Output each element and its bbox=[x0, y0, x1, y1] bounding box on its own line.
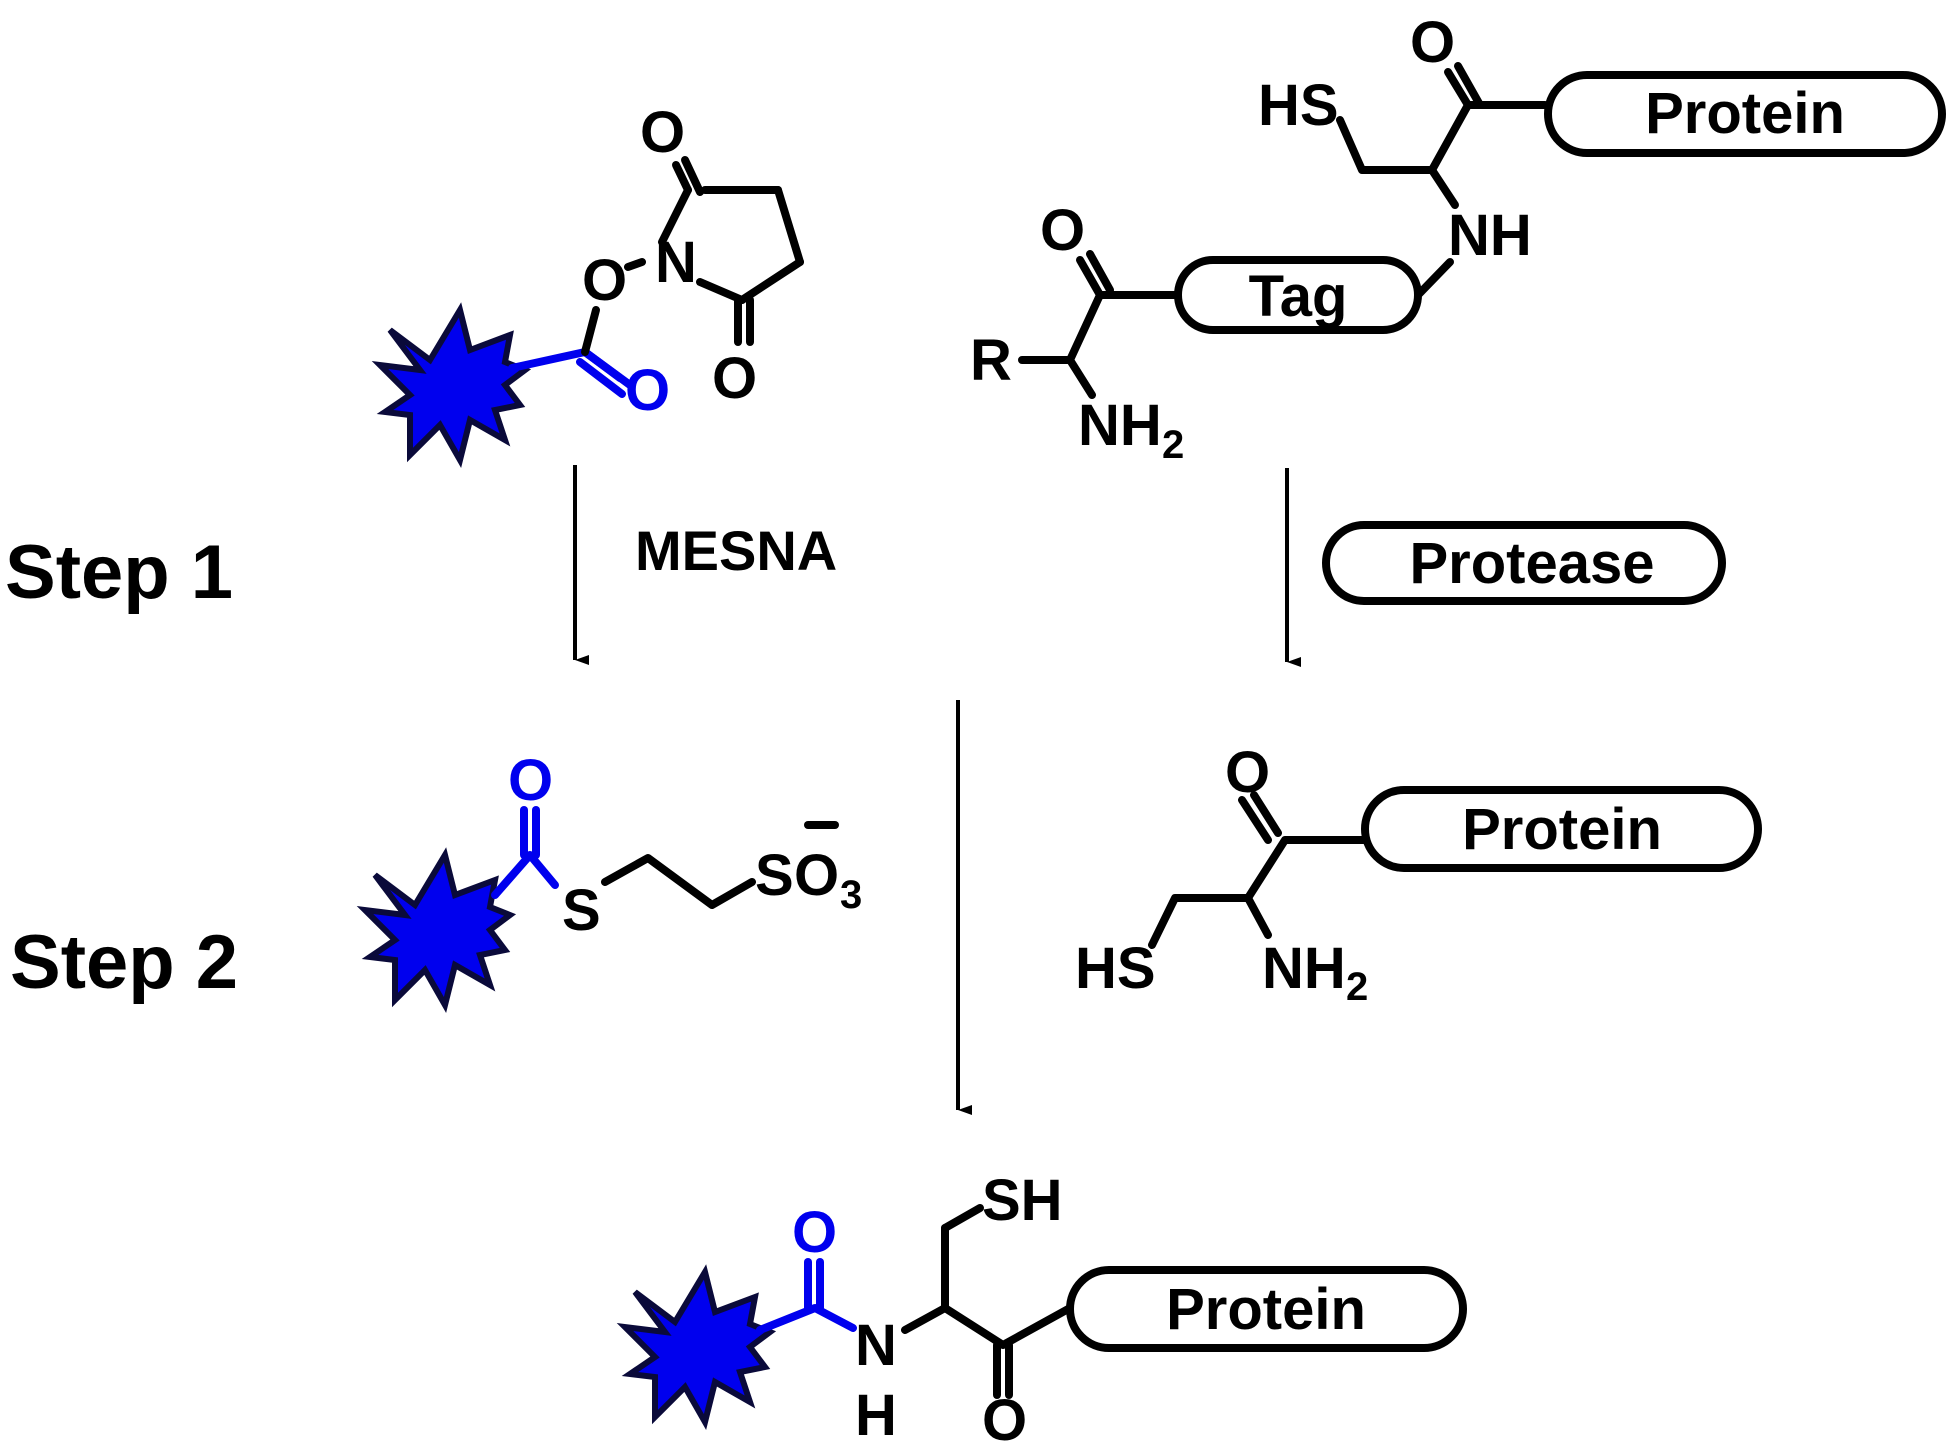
sulfonate-o-label: O bbox=[794, 843, 839, 908]
step-2-label: Step 2 bbox=[10, 920, 238, 1005]
fluorophore-star-icon bbox=[371, 302, 532, 468]
thioester-carbonyl-oxygen: O bbox=[508, 748, 553, 813]
tag-amine-label: NH bbox=[1078, 393, 1162, 458]
cys-nh-label: NH bbox=[1448, 203, 1532, 268]
r-group-label: R bbox=[970, 328, 1012, 393]
protease-label: Protease bbox=[1409, 531, 1654, 596]
product-carbonyl-oxygen: O bbox=[982, 1388, 1027, 1453]
amide-carbonyl-oxygen: O bbox=[792, 1200, 837, 1265]
cys-protein-hs-label: HS bbox=[1075, 936, 1156, 1001]
protein-label-top: Protein bbox=[1645, 81, 1845, 146]
tag-carbonyl-oxygen: O bbox=[1040, 198, 1085, 263]
mesna-thioester-molecule: O S S O 3 bbox=[356, 748, 862, 1013]
succinimide-oxygen-bottom: O bbox=[712, 346, 757, 411]
sulfonate-s-label: S bbox=[755, 843, 794, 908]
thiol-hs-label: HS bbox=[1258, 73, 1339, 138]
succinimide-oxygen-top: O bbox=[640, 100, 685, 165]
protein-label-middle: Protein bbox=[1462, 797, 1662, 862]
amide-n-label: N bbox=[855, 1313, 897, 1378]
cys-protein-amine-subscript: 2 bbox=[1346, 965, 1368, 1009]
thioester-sulfur: S bbox=[562, 878, 601, 943]
carbonyl-oxygen: O bbox=[625, 358, 670, 423]
cys-protein-molecule: O HS NH 2 Protein bbox=[1075, 740, 1762, 1009]
mesna-reagent-label: MESNA bbox=[635, 519, 837, 582]
fluorophore-star-icon bbox=[356, 847, 517, 1013]
succinimide-nitrogen: N bbox=[655, 230, 697, 295]
amide-h-label: H bbox=[855, 1383, 897, 1448]
protein-pill-bottom bbox=[1066, 1266, 1467, 1352]
protein-pill-top bbox=[1544, 71, 1946, 157]
fluorophore-star-icon bbox=[616, 1264, 777, 1430]
product-thiol-label: SH bbox=[982, 1168, 1063, 1233]
protein-pill-middle bbox=[1361, 786, 1762, 872]
tag-amine-subscript: 2 bbox=[1162, 423, 1184, 467]
cys-protein-carbonyl-oxygen: O bbox=[1225, 740, 1270, 805]
protease-pill bbox=[1322, 521, 1726, 605]
tag-label: Tag bbox=[1249, 264, 1348, 329]
tag-protein-fusion: HS O NH Protein Tag O R NH 2 bbox=[970, 10, 1946, 467]
nhs-ester-molecule: O O N O O bbox=[371, 100, 804, 468]
ester-oxygen: O bbox=[582, 248, 627, 313]
sulfonate-subscript: 3 bbox=[840, 873, 862, 917]
cys-protein-amine-label: NH bbox=[1262, 936, 1346, 1001]
labeled-protein-product: O N H SH O Protein bbox=[616, 1168, 1467, 1453]
cys-carbonyl-oxygen: O bbox=[1410, 10, 1455, 75]
protein-label-bottom: Protein bbox=[1166, 1277, 1366, 1342]
step-1-label: Step 1 bbox=[5, 530, 233, 615]
